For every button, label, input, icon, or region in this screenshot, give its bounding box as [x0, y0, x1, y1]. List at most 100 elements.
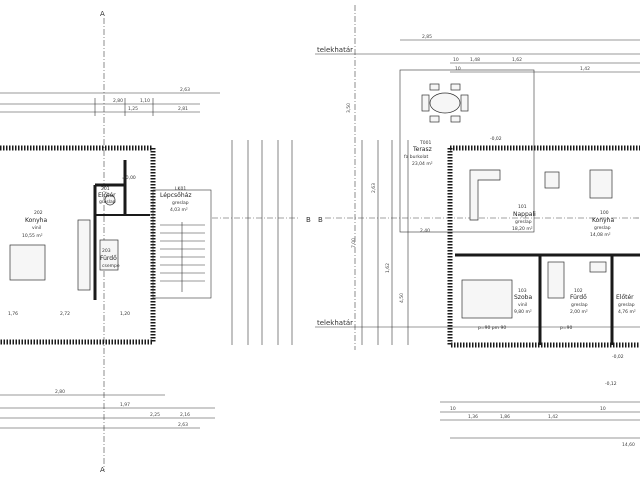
right-top-dim-6: 10 [455, 66, 461, 72]
left-kitchen-number: 202 [34, 210, 43, 216]
bedroom-number: 103 [518, 288, 527, 294]
level-mark-1: -0,02 [490, 136, 502, 142]
terrace-area [399, 69, 535, 233]
boundary-label-bottom: telekhatár [317, 319, 353, 327]
right-hall-area: 4,76 m² [618, 309, 636, 315]
right-kitchen-name: Konyha [592, 217, 614, 224]
left-bath-name: Fürdő [100, 255, 117, 262]
left-hall-finish: greslap [99, 199, 116, 205]
armchair [544, 171, 560, 189]
left-top-dim-2: 2,80 [113, 98, 123, 104]
left-hall-number: 201 [101, 186, 110, 192]
left-top-dim-5: 2,81 [178, 106, 188, 112]
terrace-table-set [421, 83, 469, 123]
living-area: 18,20 m² [512, 226, 533, 232]
right-top-dim-3: 1,48 [470, 57, 480, 63]
bathtub [99, 239, 119, 271]
left-bottom-dim-4: 2,25 [150, 412, 160, 418]
stairwell-outline [152, 189, 212, 299]
living-name: Nappali [513, 211, 536, 218]
left-inner-dim-3: 1,20 [120, 311, 130, 317]
terrace-name: Terasz [412, 146, 432, 153]
window-note-1: p=90 pm 90 [478, 325, 506, 331]
left-floor-plan: A A 2,63 2,80 1,10 1,25 2,81 [0, 10, 311, 474]
right-bath-number: 102 [574, 288, 583, 294]
left-kitchen-name: Konyha [25, 217, 47, 224]
right-hall-name: Előtér [616, 294, 634, 301]
section-mark-b-right: B [318, 216, 323, 224]
left-top-dimensions: 2,63 2,80 1,10 1,25 2,81 [0, 87, 220, 116]
section-mark-b-left: B [306, 216, 311, 224]
right-left-dim-2: 2,40 [420, 228, 430, 234]
left-bottom-dim-1: 2,80 [55, 389, 65, 395]
washbasin [589, 261, 607, 273]
right-bottom-dim-2: 1,36 [468, 414, 478, 420]
terrace-area-value: 23,04 m² [412, 161, 433, 167]
left-inner-dim-2: 2,72 [60, 311, 70, 317]
left-top-dim-1: 2,63 [180, 87, 190, 93]
right-left-dim-4: 2,63 [371, 183, 377, 193]
terrace-number: T001 [419, 140, 431, 146]
stair-finish: greslap [172, 200, 189, 206]
toilet [104, 194, 116, 206]
right-bottom-dim-5: 10 [600, 406, 606, 412]
right-left-dim-5: 1,62 [385, 263, 391, 273]
stair-name: Lépcsőház [160, 192, 191, 199]
right-bottom-dim-4: 1,42 [548, 414, 558, 420]
left-bath-finish: csempe [102, 264, 120, 269]
left-top-dim-4: 1,25 [128, 106, 138, 112]
dining-table [9, 244, 46, 281]
level-mark-2: -0,02 [612, 354, 624, 360]
right-bottom-dim-3: 1,86 [500, 414, 510, 420]
right-bottom-dim-1: 10 [450, 406, 456, 412]
living-number: 101 [518, 204, 527, 210]
terrace-finish: fa burkolat [404, 154, 429, 160]
left-kitchen-finish: vinil [32, 225, 41, 231]
sofa [469, 169, 501, 221]
right-top-dim-1: 2,85 [422, 34, 432, 40]
left-top-dim-3: 1,10 [140, 98, 150, 104]
left-level-mark: ±0,00 [122, 175, 136, 181]
right-bath-area: 2,00 m² [570, 309, 588, 315]
right-left-dim-1: 3,50 [346, 103, 352, 113]
section-mark-a-bottom: A [100, 466, 105, 474]
right-kitchen-number: 100 [600, 210, 609, 216]
left-bottom-dim-5: 2,63 [178, 422, 188, 428]
kitchen-counter [77, 219, 91, 291]
bedroom-name: Szoba [514, 294, 532, 301]
bedroom-finish: vinil [518, 302, 527, 308]
section-mark-a-top: A [100, 10, 105, 18]
right-top-dim-2: 10 [453, 57, 459, 63]
right-top-dimensions: 2,85 10 1,48 1,62 1,42 10 [400, 34, 640, 73]
left-bottom-dim-2: 1,97 [120, 402, 130, 408]
window-note-2: p=90 [560, 325, 572, 331]
right-bottom-dimensions: 10 1,36 1,86 1,42 10 14,60 [440, 401, 640, 448]
boundary-label-top: telekhatár [317, 46, 353, 54]
right-bath-finish: greslap [571, 302, 588, 308]
right-kitchen-area: 14,08 m² [590, 232, 611, 238]
level-mark-3: -0,12 [605, 381, 617, 387]
stair-treads [160, 222, 205, 292]
left-vertical-dimensions [231, 140, 293, 345]
living-finish: greslap [515, 219, 532, 225]
left-bath-number: 203 [102, 248, 111, 254]
left-inner-dim-1: 1,76 [8, 311, 18, 317]
left-hall-name: Előtér [98, 192, 116, 199]
left-bottom-dim-3: 2,16 [180, 412, 190, 418]
left-kitchen-area: 10,55 m² [22, 233, 43, 239]
stair-number: LK01 [175, 186, 186, 192]
right-floor-plan: B telekhatár telekhatár 2,85 10 1,48 1,6… [315, 5, 640, 448]
stair-area: 4,03 m² [170, 207, 188, 213]
kitchen-table [589, 169, 613, 199]
right-top-dim-5: 1,42 [580, 66, 590, 72]
left-bottom-dimensions: 2,80 1,97 2,16 2,25 2,63 [0, 389, 215, 429]
right-top-dim-4: 1,62 [512, 57, 522, 63]
right-left-dim-3: 7,00 [351, 238, 357, 248]
right-bath-name: Fürdő [570, 294, 587, 301]
right-bottom-dim-6: 14,60 [622, 442, 635, 448]
right-hall-finish: greslap [618, 302, 635, 308]
bed [461, 279, 513, 319]
right-bathtub [547, 261, 565, 299]
right-kitchen-finish: greslap [594, 225, 611, 231]
